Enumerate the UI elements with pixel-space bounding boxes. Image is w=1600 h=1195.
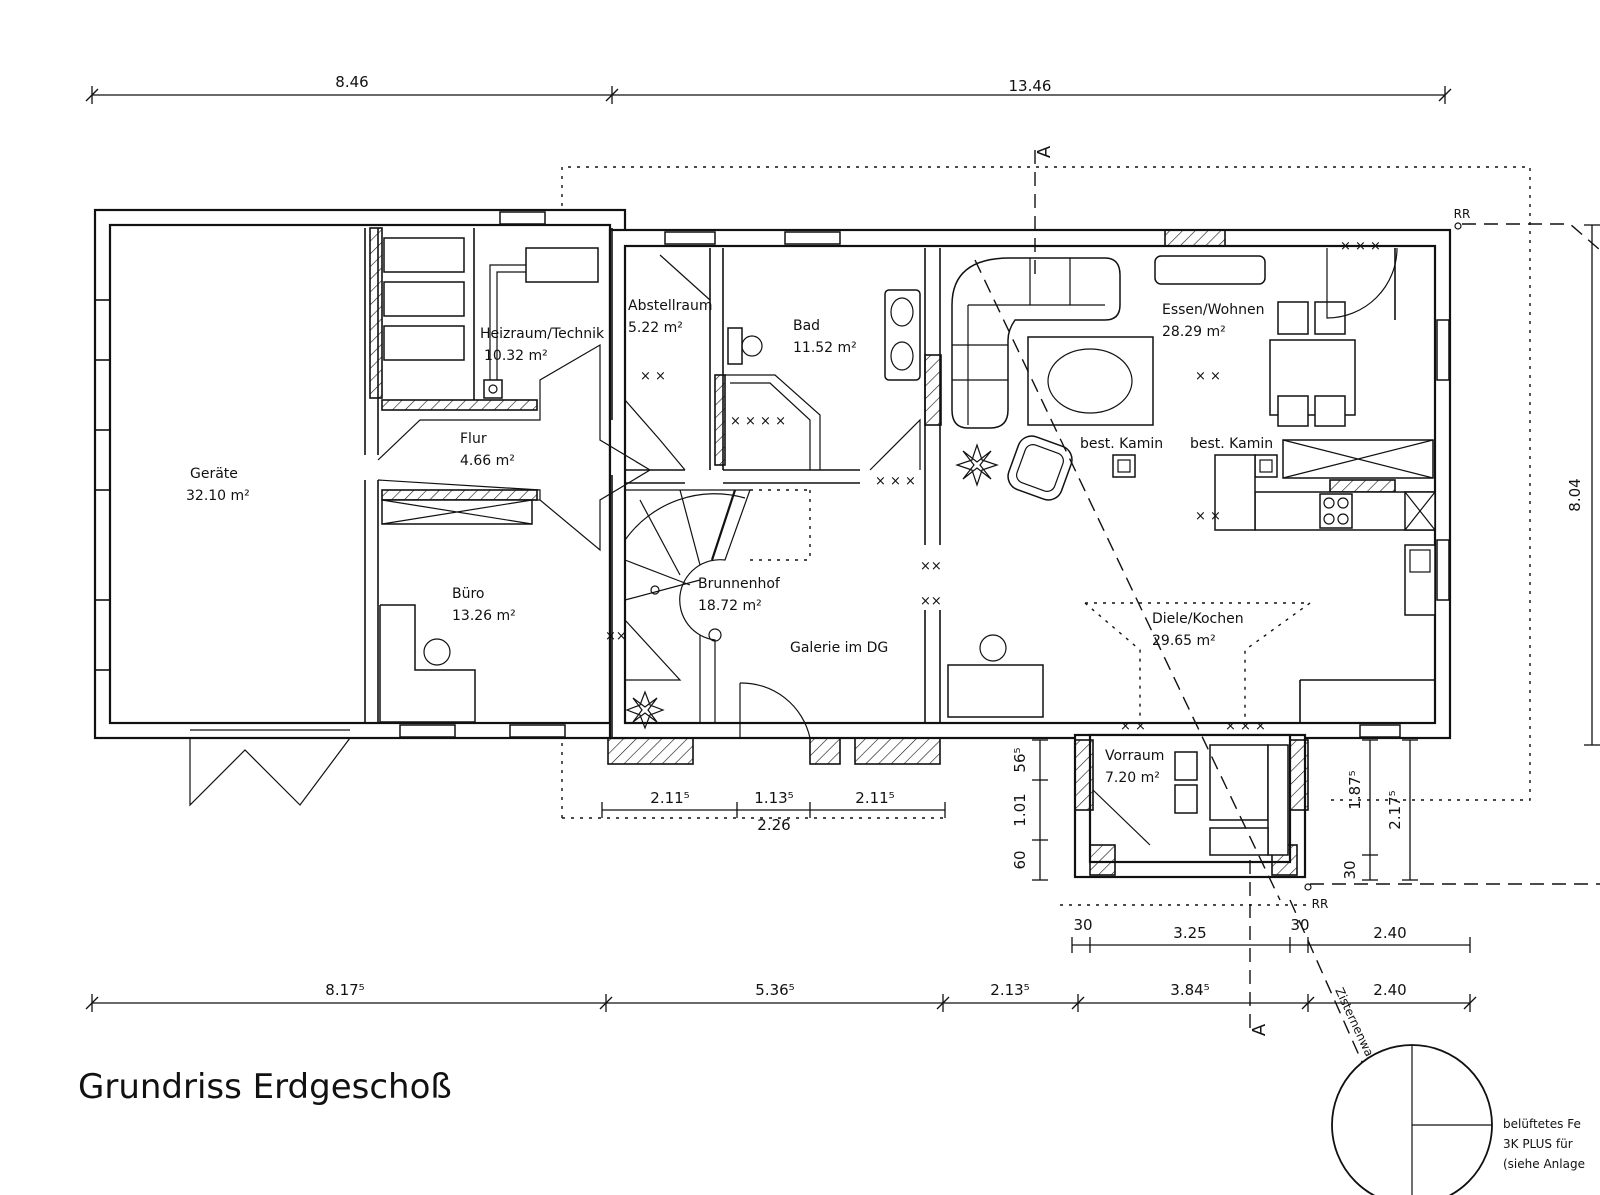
room-area-flur: 4.66 m² [460,453,515,469]
dim-side: 8.04 [1566,478,1584,511]
room-name-bad: Bad [793,318,820,334]
svg-text:× ×: × × [1195,509,1221,524]
dim-bottom-5: 2.40 [1373,981,1406,999]
drain-markers: RR RR [1304,207,1600,911]
legend-circle: belüftetes Fe 3K PLUS für (siehe Anlage [1331,1044,1585,1195]
inner-walls [364,228,1435,738]
svg-text:× ×: × × [640,369,666,384]
bathroom-fixtures [624,254,921,471]
vertical-dimensions: 56⁵ 1.01 60 1.87⁵ 2.17⁵ 30 8.04 [1011,224,1600,881]
room-area-bad: 11.52 m² [793,340,857,356]
room-name-vorraum: Vorraum [1105,748,1164,764]
room-area-vorraum: 7.20 m² [1105,770,1160,786]
svg-text:× × ×: × × × [1225,719,1266,734]
bottom-dimension-line: 8.17⁵ 5.36⁵ 2.13⁵ 3.84⁵ 2.40 [85,981,1477,1012]
heating-equipment [383,237,599,399]
dim-inner-2: 1.13⁵ [754,789,793,807]
room-name-abstell: Abstellraum [628,298,713,314]
dim-bottom-2: 5.36⁵ [755,981,794,999]
office-desk [379,499,540,723]
svg-text:××: ×× [920,559,942,574]
flur-arrows [377,343,652,552]
dim-bottom-1: 8.17⁵ [325,981,364,999]
legend-note-2: 3K PLUS für [1503,1137,1573,1151]
room-name-kamin2: best. Kamin [1190,436,1273,452]
dim-top-right: 13.46 [1009,77,1052,95]
inner-dimension-line: 2.11⁵ 1.13⁵ 2.11⁵ 2.26 [601,789,946,834]
room-area-brunnenhof: 18.72 m² [698,598,762,614]
svg-text:× × ×: × × × [1340,239,1381,254]
spiral-staircase [624,489,811,723]
room-name-essen: Essen/Wohnen [1162,302,1264,318]
room-name-diele: Diele/Kochen [1152,611,1244,627]
svg-text:× ×: × × [1120,719,1146,734]
room-name-buero: Büro [452,586,485,602]
garage-door [189,729,351,807]
top-dimension-line: 8.46 13.46 [85,73,1452,104]
dim-row2-3: 30 [1290,916,1309,934]
dim-bottom-4: 3.84⁵ [1170,981,1209,999]
entrance-door [739,682,811,739]
drain-marker-bottom: RR [1312,897,1329,911]
dim-vl-2: 1.01 [1011,793,1029,826]
second-dimension-row: 30 3.25 30 2.40 [1071,916,1471,953]
dim-inner-3: 2.11⁵ [855,789,894,807]
svg-text:× ×: × × [1195,369,1221,384]
room-labels: Geräte 32.10 m² Heizraum/Technik 10.32 m… [186,298,1273,786]
dim-row2-1: 30 [1073,916,1092,934]
room-area-buero: 13.26 m² [452,608,516,624]
room-area-geraete: 32.10 m² [186,488,250,504]
dim-vl-3: 60 [1011,850,1029,869]
kitchen [1214,439,1436,616]
room-area-abstell: 5.22 m² [628,320,683,336]
room-name-galerie: Galerie im DG [790,640,888,656]
room-name-flur: Flur [460,431,487,447]
legend-note-1: belüftetes Fe [1503,1117,1581,1131]
svg-text:× × ×: × × × [875,474,916,489]
room-name-kamin1: best. Kamin [1080,436,1163,452]
room-name-brunnenhof: Brunnenhof [698,576,781,592]
dim-vr-2: 2.17⁵ [1386,790,1404,829]
drain-marker-top: RR [1454,207,1471,221]
dim-bottom-3: 2.13⁵ [990,981,1029,999]
cross-markers: × × × × × × × × × × × × ×× ×× ×× × × × ×… [605,239,1381,734]
dim-row2-2: 3.25 [1173,924,1206,942]
svg-text:× × × ×: × × × × [730,414,786,429]
dim-vl-1: 56⁵ [1011,747,1029,772]
dim-vr-3: 30 [1341,860,1359,879]
dim-top-left: 8.46 [335,73,368,91]
hatched-walls [369,227,1396,876]
fireplaces [1112,454,1278,478]
room-name-geraete: Geräte [190,466,238,482]
section-marker-bottom: A [1249,1023,1270,1036]
drawing-title: Grundriss Erdgeschoß [78,1067,452,1107]
dim-row2-4: 2.40 [1373,924,1406,942]
svg-text:××: ×× [920,594,942,609]
svg-text:××: ×× [605,629,627,644]
room-area-diele: 29.65 m² [1152,633,1216,649]
dim-inner-4: 2.26 [757,816,790,834]
vorraum-furniture [1092,744,1289,856]
hall-desk [947,602,1313,720]
dim-vr-1: 1.87⁵ [1346,770,1364,809]
room-area-essen: 28.29 m² [1162,324,1226,340]
plants [625,443,999,730]
legend-note-3: (siehe Anlage [1503,1157,1585,1171]
dim-inner-1: 2.11⁵ [650,789,689,807]
section-marker-top: A [1034,145,1055,158]
outer-walls [93,208,1452,879]
room-name-heizraum: Heizraum/Technik [480,326,605,342]
room-area-heizraum: 10.32 m² [484,348,548,364]
